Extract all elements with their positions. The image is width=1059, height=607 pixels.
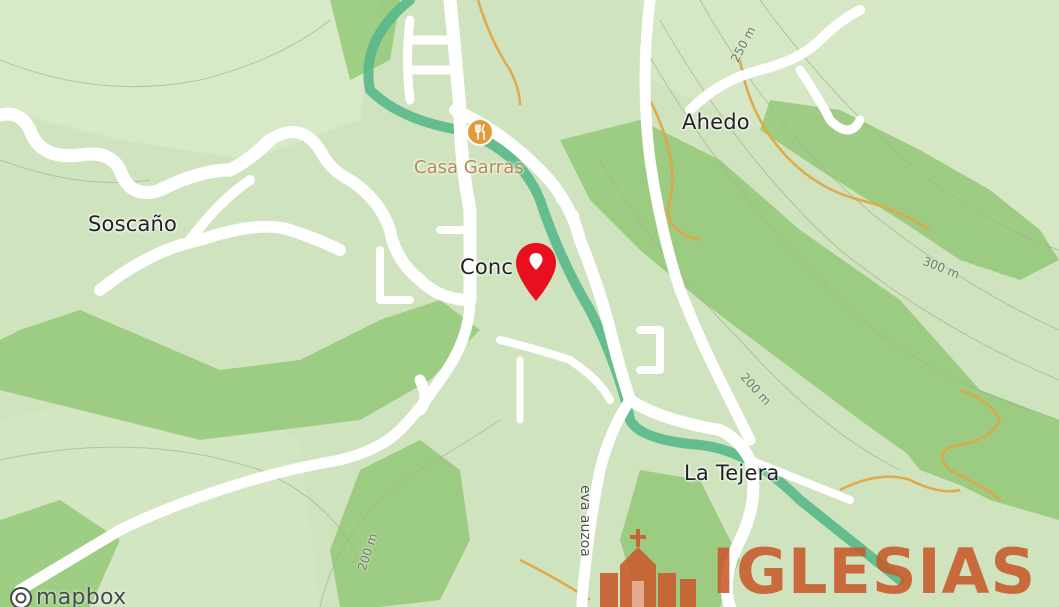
place-label-la-tejera: La Tejera xyxy=(684,461,780,485)
place-label-ahedo: Ahedo xyxy=(682,110,750,134)
watermark-text: IGLESIAS xyxy=(712,535,1037,607)
restaurant-icon[interactable] xyxy=(466,118,494,146)
poi-label-casa-garras[interactable]: Casa Garras xyxy=(414,157,524,178)
place-label-conc: Conc xyxy=(460,255,514,279)
road-label: eva auzoa xyxy=(577,485,593,557)
mapbox-attribution-text: mapbox xyxy=(36,585,127,607)
mapbox-attribution[interactable]: mapbox xyxy=(10,585,126,607)
location-pin-icon[interactable] xyxy=(513,241,559,305)
iglesias-watermark: IGLESIAS xyxy=(596,523,1056,607)
river xyxy=(363,0,905,585)
church-icon xyxy=(600,529,696,607)
place-label-soscano: Soscaño xyxy=(88,212,178,236)
mapbox-logo-icon xyxy=(10,586,32,607)
roads xyxy=(0,0,865,607)
